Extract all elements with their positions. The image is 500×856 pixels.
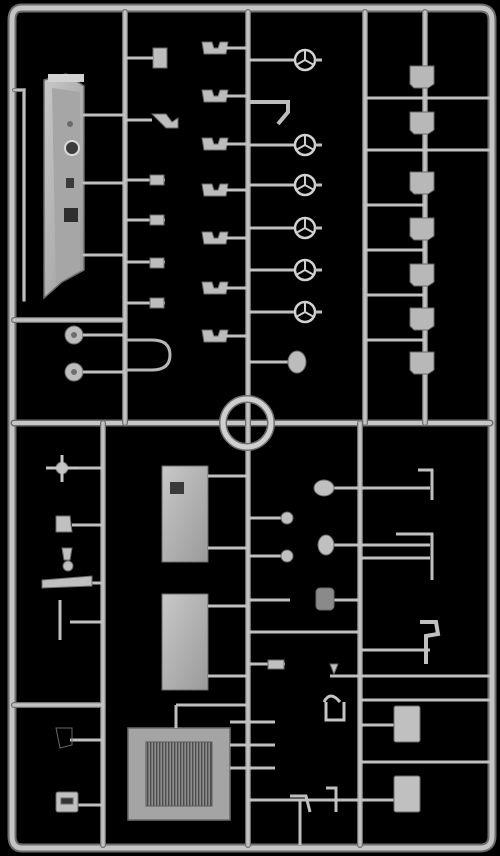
wrench-parts <box>201 41 248 343</box>
knob-parts <box>64 325 172 382</box>
steering-wheels <box>248 48 322 374</box>
center-ring <box>219 395 275 451</box>
bottom-corner-parts <box>298 786 338 845</box>
small-parts-bottom-left <box>41 455 103 813</box>
sprue-frame <box>7 3 497 853</box>
hull-panel-gates <box>82 113 127 257</box>
hull-side-panel <box>43 73 85 300</box>
small-parts-bottom-right <box>313 468 490 813</box>
hatch-panel-top <box>161 465 248 563</box>
hatch-panel-bottom <box>161 593 248 691</box>
seat-parts <box>365 65 490 375</box>
small-parts-center <box>248 511 360 813</box>
radiator-grille <box>127 703 275 821</box>
small-parts-col-a <box>125 47 179 309</box>
